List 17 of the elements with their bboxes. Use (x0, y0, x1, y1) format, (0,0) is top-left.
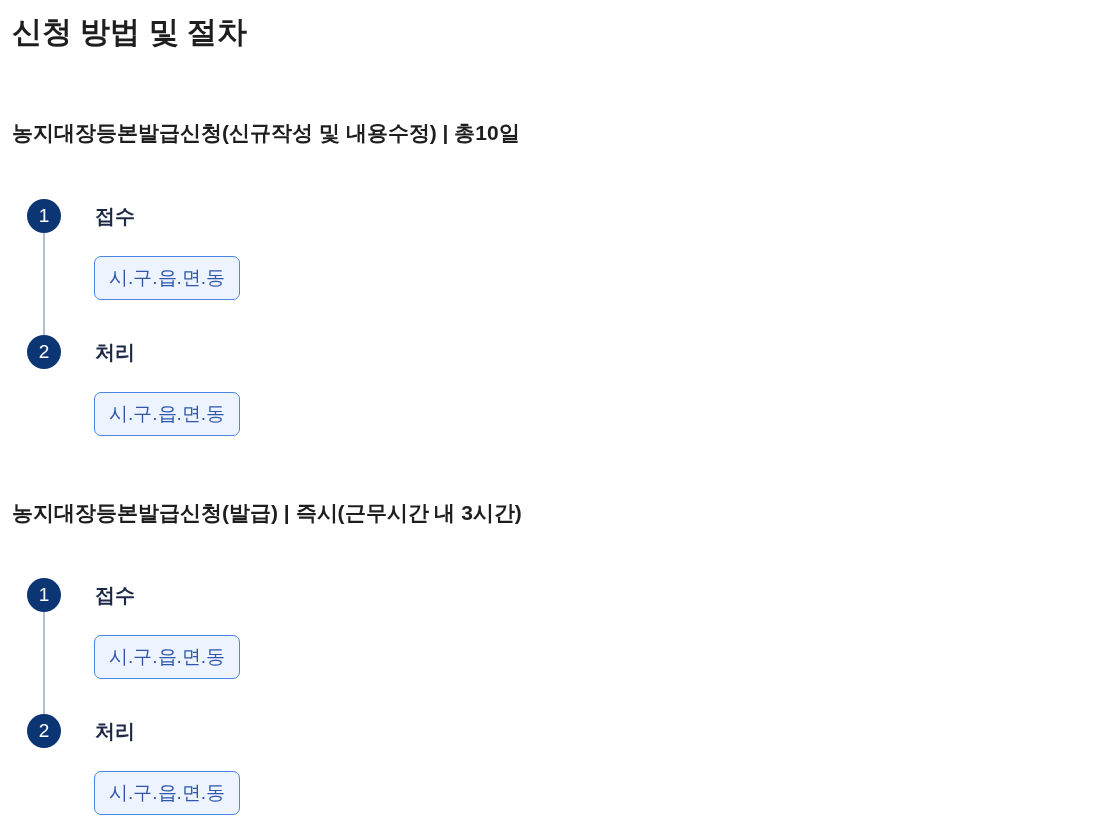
office-tag: 시.구.읍.면.동 (94, 635, 241, 679)
step-number: 1 (27, 578, 61, 612)
connector-line (43, 232, 45, 336)
office-tag: 시.구.읍.면.동 (94, 392, 241, 436)
step-title: 처리 (95, 719, 135, 744)
step-number: 2 (27, 714, 61, 748)
step-number: 2 (27, 335, 61, 369)
page-title: 신청 방법 및 절차 (12, 14, 247, 50)
step-title: 접수 (95, 583, 135, 608)
office-tag: 시.구.읍.면.동 (94, 771, 241, 815)
office-tag: 시.구.읍.면.동 (94, 256, 241, 300)
step-title: 접수 (95, 204, 135, 229)
step-title: 처리 (95, 340, 135, 365)
step-number: 1 (27, 199, 61, 233)
connector-line (43, 611, 45, 715)
section-heading: 농지대장등본발급신청(신규작성 및 내용수정) | 총10일 (12, 120, 520, 146)
section-heading: 농지대장등본발급신청(발급) | 즉시(근무시간 내 3시간) (12, 500, 522, 526)
